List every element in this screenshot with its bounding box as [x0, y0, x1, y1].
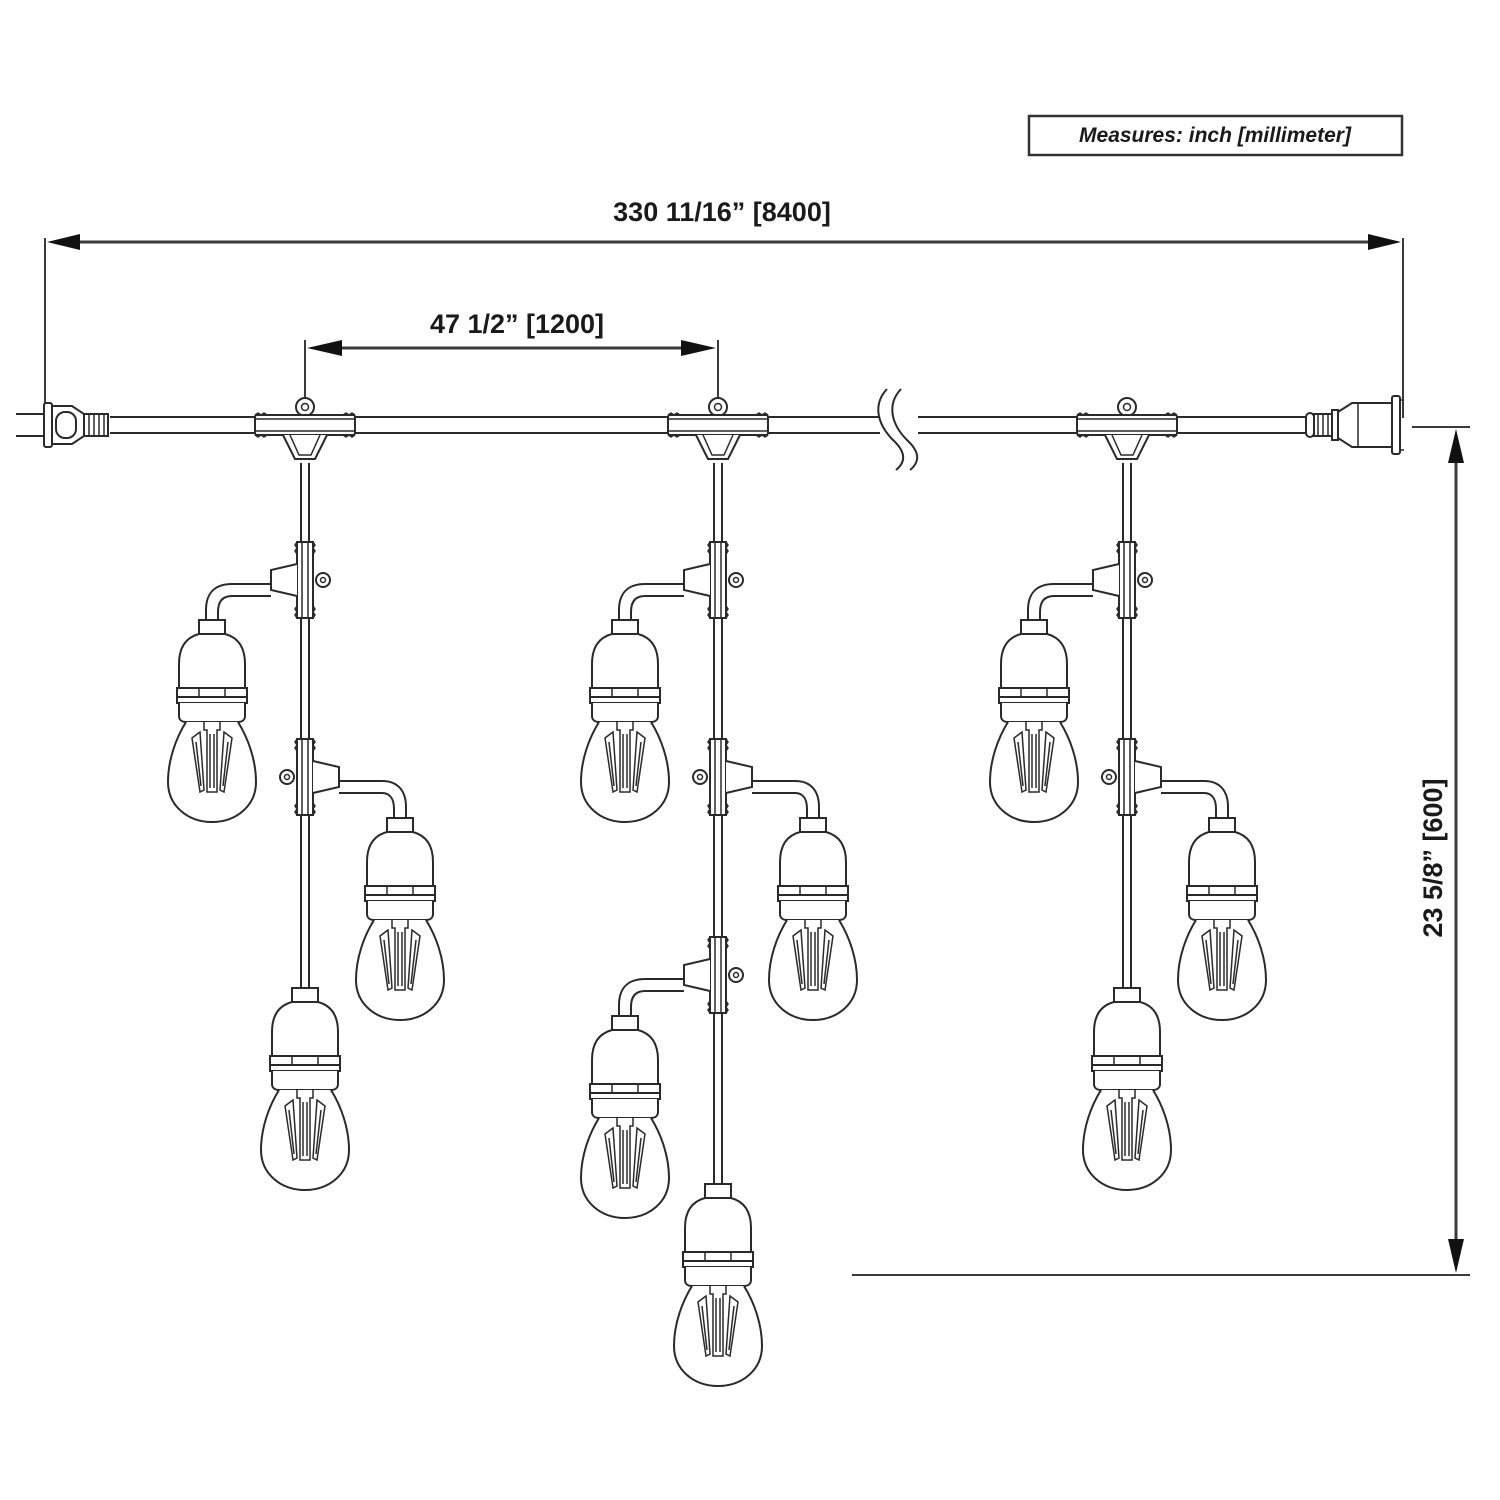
- bulb: [1082, 987, 1172, 1191]
- tee-connector: [254, 397, 356, 460]
- bulb: [260, 987, 350, 1191]
- bulb: [580, 619, 670, 823]
- units-legend-label: Measures: inch [millimeter]: [1079, 124, 1352, 147]
- arrow-right-icon: [1368, 234, 1401, 250]
- bulb: [1177, 817, 1267, 1021]
- drop-3: [989, 397, 1267, 1191]
- branch-connector: [280, 739, 339, 815]
- branch-connector: [270, 541, 331, 619]
- drop-spacing-dimension: 47 1/2” [1200]: [304, 309, 719, 400]
- branch-connector: [1102, 739, 1161, 815]
- drop-1: [167, 397, 445, 1191]
- drop-spacing-label: 47 1/2” [1200]: [430, 309, 604, 339]
- branch-connector: [693, 739, 752, 815]
- bulb: [673, 1183, 763, 1387]
- bulb: [580, 1015, 670, 1219]
- bulb: [768, 817, 858, 1021]
- bulb: [989, 619, 1079, 823]
- cable-break-icon: [877, 388, 919, 471]
- tee-connector: [667, 397, 769, 460]
- branch-connector: [1092, 541, 1153, 619]
- branch-connector: [683, 936, 744, 1014]
- arrow-left-icon: [307, 340, 342, 356]
- female-end-connector: [1305, 395, 1404, 455]
- arrow-down-icon: [1448, 1239, 1464, 1273]
- bulb: [355, 817, 445, 1021]
- total-length-label: 330 11/16” [8400]: [613, 197, 831, 227]
- units-legend: Measures: inch [millimeter]: [1027, 114, 1404, 157]
- male-plug: [16, 402, 109, 448]
- bulb: [167, 619, 257, 823]
- tee-connector: [1076, 397, 1178, 460]
- drop-2: [580, 397, 858, 1387]
- drop-height-label: 23 5/8” [600]: [1418, 778, 1448, 937]
- total-length-dimension: 330 11/16” [8400]: [44, 197, 1404, 418]
- arrow-left-icon: [47, 234, 80, 250]
- drop-height-dimension: 23 5/8” [600]: [852, 426, 1470, 1276]
- branch-connector: [683, 541, 744, 619]
- arrow-right-icon: [681, 340, 716, 356]
- arrow-up-icon: [1448, 429, 1464, 463]
